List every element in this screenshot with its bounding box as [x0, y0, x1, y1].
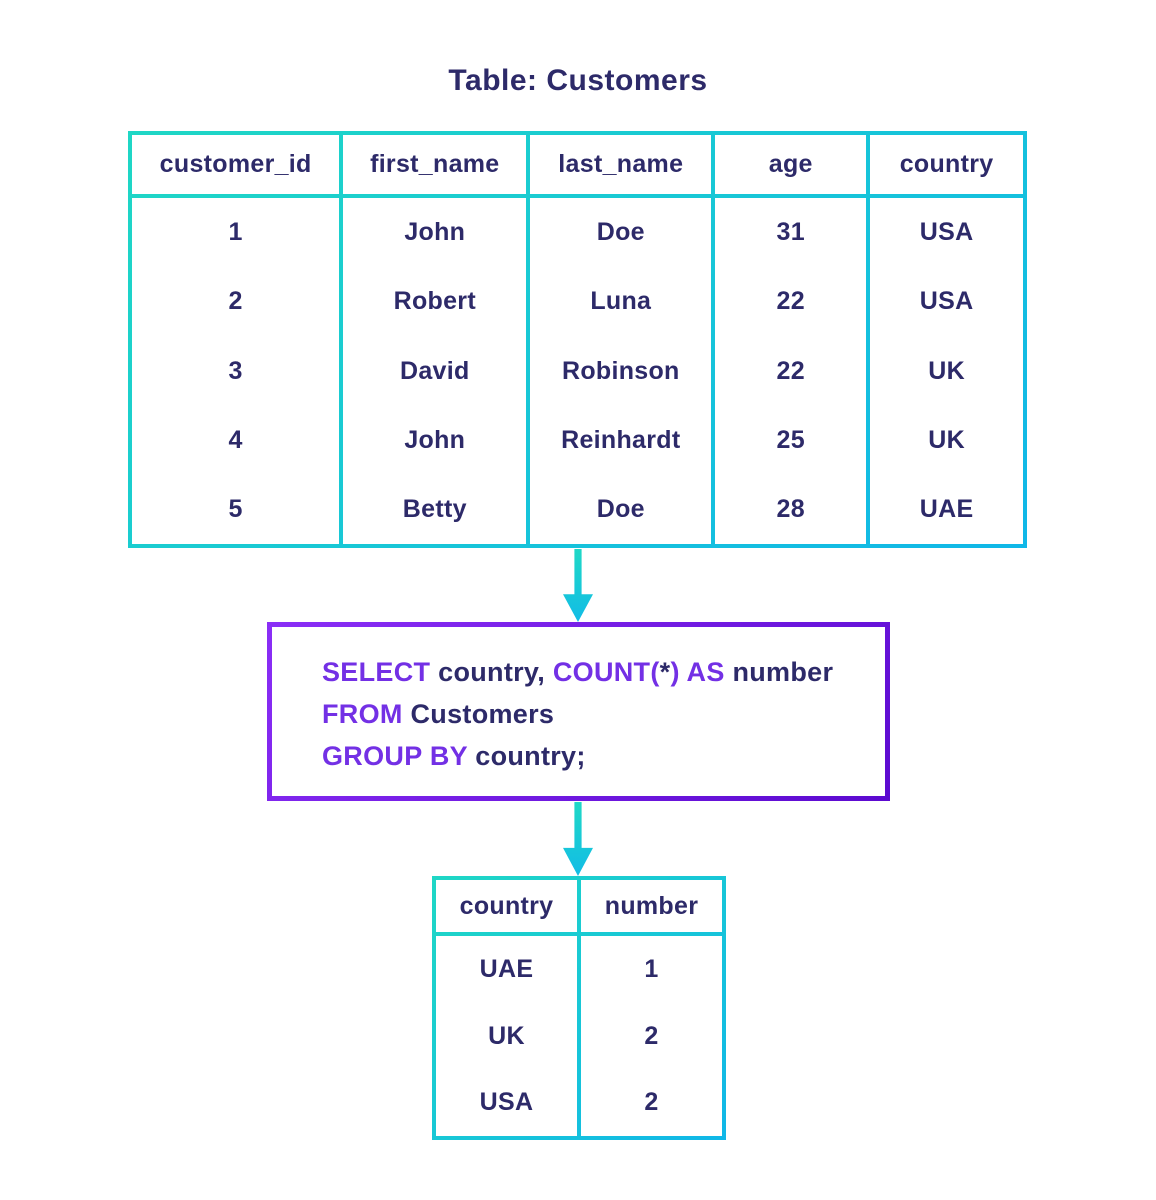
- column-header-number: number: [581, 880, 722, 932]
- sql-text: Customers: [410, 699, 555, 729]
- table-cell: Robinson: [561, 356, 680, 385]
- column-header-country: country: [436, 880, 577, 932]
- table-cell: John: [404, 425, 466, 454]
- column-header-age: age: [715, 135, 867, 194]
- table-column-country: UAE UK USA: [436, 936, 577, 1136]
- table-cell: John: [404, 218, 466, 247]
- table-cell: David: [400, 356, 470, 385]
- table-cell: 22: [776, 287, 805, 316]
- table-cell: 1: [644, 954, 659, 983]
- column-header-last_name: last_name: [530, 135, 712, 194]
- table-column-number: 1 2 2: [581, 936, 722, 1136]
- table-cell: 4: [228, 425, 243, 454]
- table-cell: 28: [776, 494, 805, 523]
- column-header-customer_id: customer_id: [132, 135, 340, 194]
- column-header-first_name: first_name: [343, 135, 527, 194]
- sql-line: SELECT country, COUNT(*) AS number: [322, 651, 870, 693]
- table-cell: USA: [919, 287, 974, 316]
- table-column-country: USA USA UK UK UAE: [870, 198, 1023, 544]
- table-cell: UK: [488, 1021, 525, 1050]
- table-cell: 5: [228, 494, 243, 523]
- table-cell: 2: [644, 1021, 659, 1050]
- table-cell: 31: [776, 218, 805, 247]
- table-column-customer_id: 1 2 3 4 5: [132, 198, 340, 544]
- sql-keyword: SELECT: [322, 657, 439, 687]
- table-cell: 1: [228, 218, 243, 247]
- arrow-down-icon: [563, 549, 593, 622]
- sql-line: GROUP BY country;: [322, 735, 870, 777]
- sql-keyword: ): [670, 657, 687, 687]
- table-cell: 2: [644, 1088, 659, 1117]
- table-cell: Luna: [590, 287, 652, 316]
- sql-keyword: FROM: [322, 699, 411, 729]
- table-cell: 2: [228, 287, 243, 316]
- sql-keyword: GROUP BY: [322, 741, 476, 771]
- table-column-age: 31 22 22 25 28: [715, 198, 867, 544]
- sql-text: *: [659, 657, 671, 687]
- sql-text: number: [732, 657, 834, 687]
- table-cell: Doe: [596, 494, 645, 523]
- sql-keyword: AS: [686, 657, 733, 687]
- table-cell: UK: [928, 425, 965, 454]
- sql-keyword: COUNT(: [552, 657, 660, 687]
- table-cell: UK: [928, 356, 965, 385]
- table-cell: Betty: [402, 494, 467, 523]
- sql-text: country;: [475, 741, 586, 771]
- arrow-down-icon: [563, 802, 593, 876]
- table-cell: UAE: [919, 494, 974, 523]
- table-cell: Doe: [596, 218, 645, 247]
- table-cell: 3: [228, 356, 243, 385]
- table-cell: 22: [776, 356, 805, 385]
- column-header-country: country: [870, 135, 1023, 194]
- table-cell: Reinhardt: [561, 425, 681, 454]
- table-cell: USA: [479, 1088, 534, 1117]
- page-title: Table: Customers: [448, 64, 708, 97]
- sql-line: FROM Customers: [322, 693, 870, 735]
- table-cell: UAE: [479, 954, 534, 983]
- sql-text: country,: [438, 657, 553, 687]
- table-cell: USA: [919, 218, 974, 247]
- table-cell: Robert: [393, 287, 476, 316]
- table-cell: 25: [776, 425, 805, 454]
